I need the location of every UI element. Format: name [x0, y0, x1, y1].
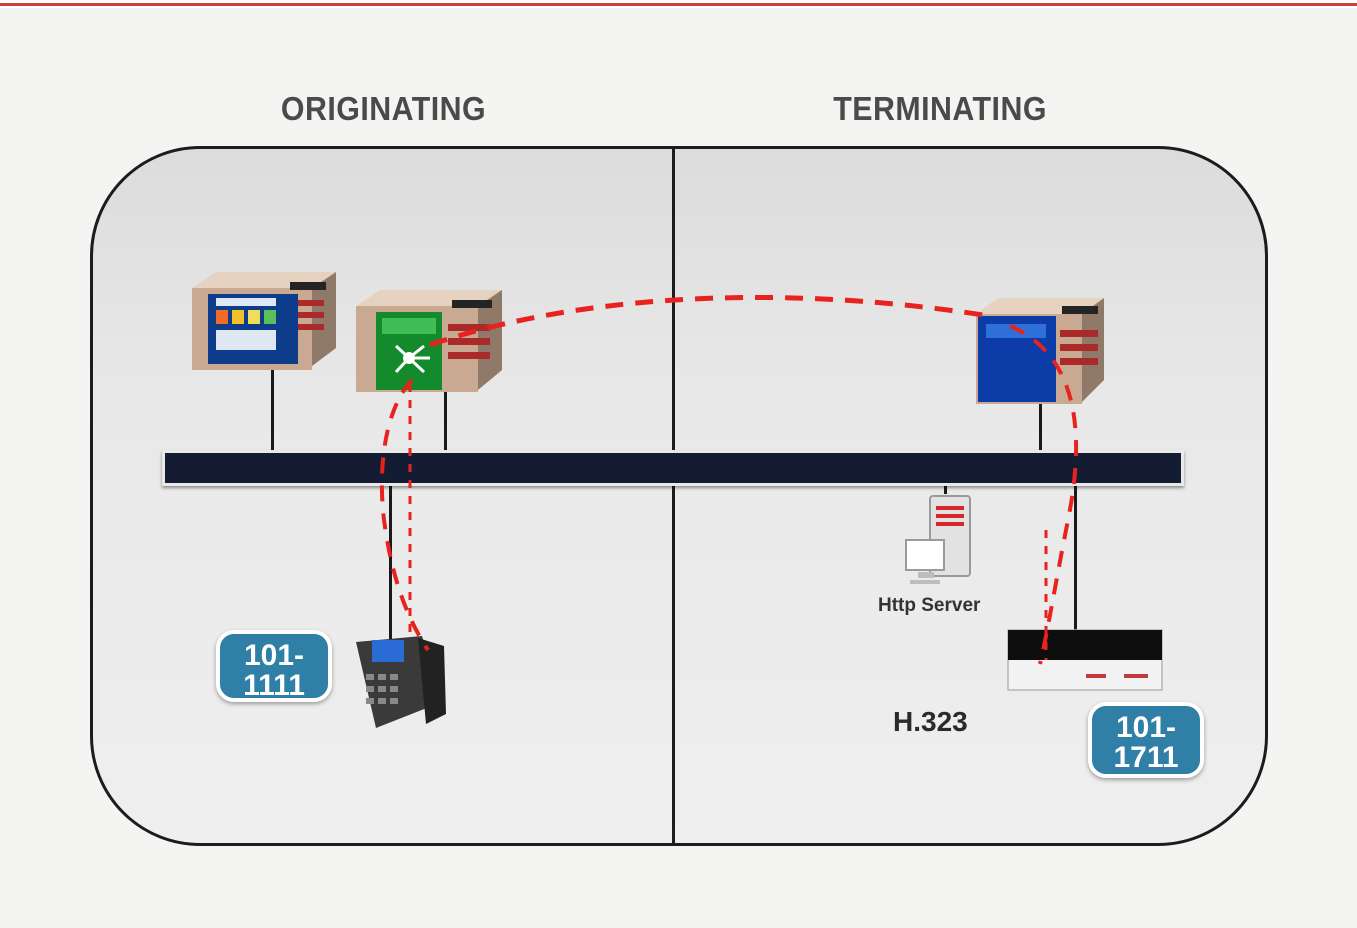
signal-path-to-gateway — [1009, 324, 1079, 665]
server-appliance-icon — [192, 272, 336, 370]
http-server-label: Http Server — [878, 595, 981, 616]
ip-phone-icon — [356, 636, 446, 728]
session-manager-appliance-icon — [356, 290, 502, 392]
originating-extension-line2: 1111 — [243, 669, 305, 702]
heading-terminating: TERMINATING — [833, 90, 1047, 127]
connector-left-server — [271, 360, 274, 452]
http-server-icon — [905, 495, 971, 584]
connector-http-server — [944, 484, 947, 494]
connector-comm-manager — [1039, 392, 1042, 452]
terminating-extension-line2: 1711 — [1113, 741, 1179, 774]
connector-phone — [389, 484, 392, 639]
section-divider — [672, 146, 675, 846]
originating-extension-badge: 101- 1111 — [216, 630, 332, 702]
originating-extension-line1: 101- — [243, 639, 305, 672]
connector-gateway — [1074, 484, 1077, 630]
network-bus — [162, 450, 1184, 486]
protocol-label: H.323 — [893, 706, 968, 737]
terminating-extension-badge: 101- 1711 — [1088, 702, 1204, 778]
top-rule — [0, 0, 1357, 8]
signal-path-main-arc — [429, 294, 991, 348]
h323-gateway-icon — [1007, 629, 1163, 691]
connector-session-manager — [444, 378, 447, 452]
heading-originating: ORIGINATING — [280, 90, 487, 127]
terminating-extension-line1: 101- — [1115, 711, 1177, 744]
signal-path-to-phone — [379, 378, 430, 652]
